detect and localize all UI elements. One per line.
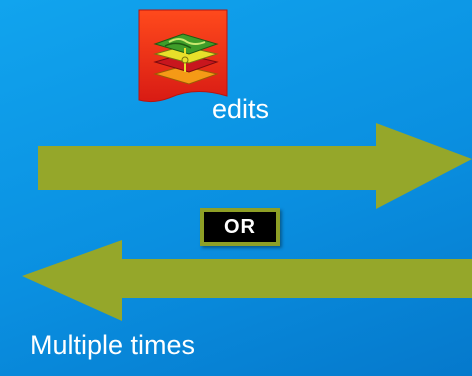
right-arrow — [38, 123, 472, 209]
or-label: OR — [204, 212, 276, 242]
edits-label: edits — [212, 94, 270, 124]
multiple-times-label: Multiple times — [30, 330, 196, 360]
left-arrow — [22, 240, 472, 321]
or-badge: OR — [200, 208, 280, 246]
layered-map-document-icon — [138, 9, 228, 103]
